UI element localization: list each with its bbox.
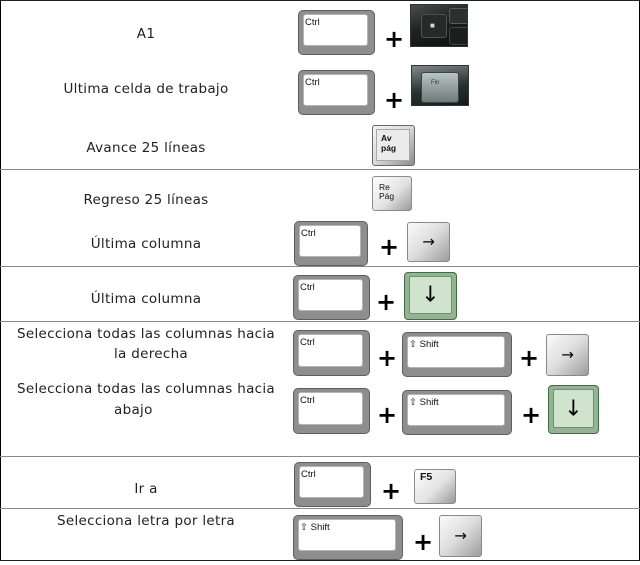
right-arrow-key: →	[439, 515, 482, 557]
plus-sign: +	[377, 401, 398, 429]
shortcut-description: Selecciona letra por letra	[56, 513, 235, 529]
plus-sign: +	[384, 25, 405, 53]
shortcut-description: Avance 25 líneas	[86, 140, 206, 156]
shortcut-description: la derecha	[114, 346, 189, 362]
ctrl-key: Ctrl	[293, 330, 370, 376]
right-arrow-key: →	[407, 222, 450, 262]
ctrl-key: Ctrl	[293, 275, 370, 320]
shift-arrow-icon: ⇧	[300, 522, 308, 533]
shortcut-description: abajo	[114, 402, 153, 418]
key-label: Fin	[431, 80, 440, 86]
ctrl-key: Ctrl	[294, 221, 368, 266]
shortcut-description: Ultima celda de trabajo	[63, 81, 229, 97]
down-arrow-key: ↓	[404, 272, 457, 320]
right-arrow-key: →	[546, 334, 589, 376]
shift-key: ⇧ Shift	[293, 515, 403, 560]
table-left-border	[0, 0, 1, 561]
row-divider	[0, 169, 640, 170]
row-divider	[0, 560, 640, 561]
key-label: Ctrl	[300, 337, 315, 348]
key-label: Ctrl	[301, 469, 316, 480]
plus-sign: +	[519, 344, 540, 372]
down-arrow-icon: ↓	[564, 395, 583, 421]
plus-sign: +	[384, 86, 405, 114]
shortcut-description: Última columna	[90, 291, 202, 307]
row-divider	[0, 321, 640, 322]
key-label: Ctrl	[300, 282, 315, 293]
shortcut-description: Ir a	[134, 481, 158, 497]
right-arrow-icon: →	[561, 345, 574, 364]
key-label: F5	[420, 471, 433, 483]
key-label: Ctrl	[305, 17, 320, 28]
plus-sign: +	[413, 528, 434, 556]
key-label: Re	[379, 182, 390, 192]
key-label: Pág	[379, 191, 395, 201]
plus-sign: +	[379, 233, 400, 261]
row-divider	[0, 0, 640, 1]
shift-key: ⇧ Shift	[402, 390, 512, 435]
shift-arrow-icon: ⇧	[409, 397, 417, 408]
down-arrow-icon: ↓	[421, 282, 440, 308]
fin-key-photo: Fin	[411, 65, 469, 106]
f5-key: F5	[414, 469, 456, 504]
shortcut-description: Regreso 25 líneas	[83, 192, 209, 208]
shift-key: ⇧ Shift	[402, 332, 512, 377]
shortcut-description: A1	[136, 26, 156, 42]
plus-sign: +	[376, 288, 397, 316]
key-label: ⇧ Shift	[409, 397, 439, 408]
plus-sign: +	[521, 401, 542, 429]
right-arrow-icon: →	[454, 526, 467, 545]
row-divider	[0, 456, 640, 457]
av-pag-key: Av pág	[372, 125, 415, 166]
plus-sign: +	[381, 477, 402, 505]
ctrl-key: Ctrl	[293, 388, 370, 434]
down-arrow-key: ↓	[548, 385, 599, 434]
key-label: ⇧ Shift	[409, 339, 439, 350]
re-pag-key: Re Pág	[372, 176, 412, 211]
key-label: pág	[381, 143, 397, 153]
row-divider	[0, 508, 640, 509]
key-label: Ctrl	[301, 228, 316, 239]
shift-arrow-icon: ⇧	[409, 339, 417, 350]
row-divider	[0, 266, 640, 267]
ctrl-key: Ctrl	[294, 462, 371, 507]
ctrl-key: Ctrl	[298, 70, 375, 115]
windows-key-photo: ■	[410, 4, 468, 47]
plus-sign: +	[377, 344, 398, 372]
key-label: Ctrl	[300, 395, 315, 406]
shortcut-description: Selecciona todas las columnas hacia	[16, 381, 276, 397]
right-arrow-icon: →	[422, 232, 435, 251]
shortcut-description: Última columna	[90, 236, 202, 252]
shortcut-description: Selecciona todas las columnas hacia	[16, 326, 276, 342]
windows-logo-icon: ■	[430, 21, 435, 30]
key-label: ⇧ Shift	[300, 522, 330, 533]
ctrl-key: Ctrl	[298, 10, 375, 55]
key-label: Ctrl	[305, 77, 320, 88]
key-label: Av	[381, 133, 392, 143]
